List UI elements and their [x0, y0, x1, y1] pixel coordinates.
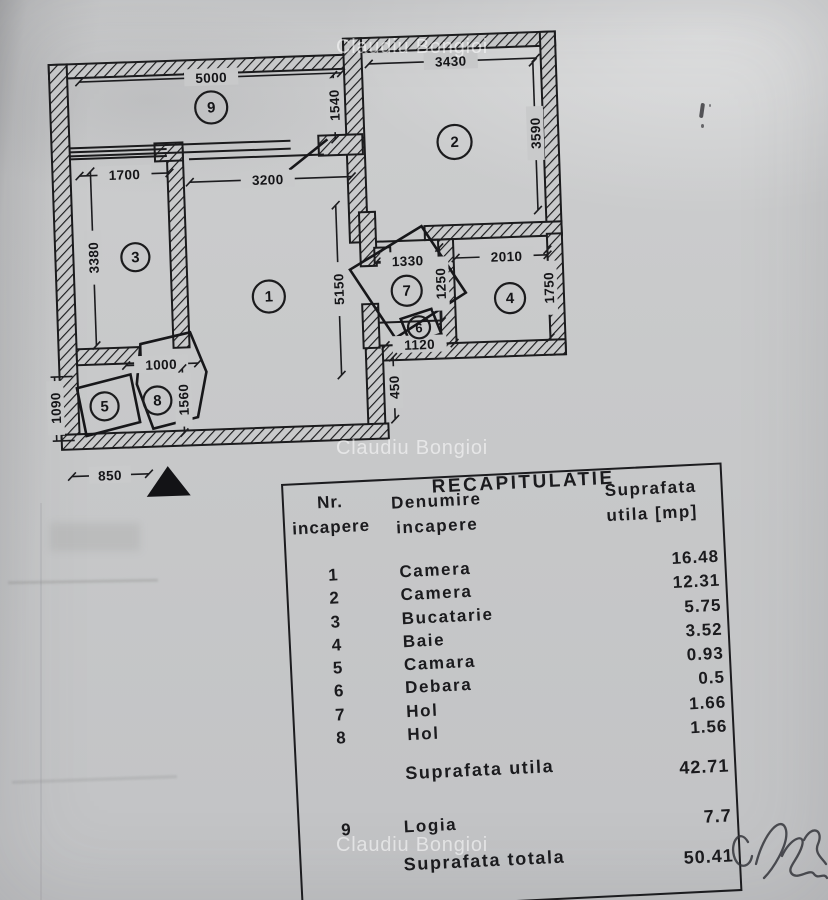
room-name-cell: Bucatarie: [401, 604, 494, 628]
window-and-threshold-lines: [69, 139, 441, 324]
table-rows: 1 Camera 16.48 2 Camera 12.31 3 Bucatari…: [287, 546, 733, 753]
room-number-cell: 6: [333, 681, 345, 702]
dimension-1250: 1250: [431, 242, 450, 327]
subtotal-label: Suprafata utila: [404, 756, 555, 784]
svg-text:8: 8: [153, 392, 162, 409]
door-swing-shapes: [75, 138, 468, 438]
room-number-cell: 5: [332, 658, 344, 678]
room-label-4: 4: [493, 282, 527, 315]
scan-speck: [709, 104, 711, 107]
dim-label: 850: [98, 468, 122, 484]
room-label-6: 6: [406, 315, 432, 340]
room-number-cell: 2: [328, 588, 341, 609]
room-area-cell: 5.75: [683, 595, 722, 617]
dimension-5150: 5150: [329, 200, 349, 380]
entrance-arrow-marker: [146, 466, 191, 497]
room-name-cell: Camara: [403, 651, 477, 675]
dimension-1560: 1560: [173, 363, 193, 438]
room-number-cell: 7: [334, 704, 347, 725]
watermark-bottom: Claudiu Bongioi: [335, 834, 489, 856]
room-area-cell: 1.56: [689, 716, 728, 738]
dim-label: 1700: [108, 167, 140, 183]
room-label-7: 7: [390, 274, 423, 307]
svg-text:2: 2: [450, 134, 459, 151]
dimension-1750: 1750: [539, 245, 559, 343]
dimension-1000: 1000: [121, 354, 203, 374]
dimension-3200: 3200: [185, 169, 357, 189]
room-label-2: 2: [436, 123, 473, 161]
dim-label: 1750: [541, 272, 557, 304]
dimension-850: 850: [67, 465, 154, 484]
room-area-cell: 3.52: [685, 619, 724, 641]
handwritten-signature: [731, 823, 828, 880]
dimension-1090: 1090: [46, 375, 75, 442]
column-header-name: Denumire: [390, 489, 482, 513]
room-number-cell: 1: [327, 565, 340, 585]
dimension-1700: 1700: [75, 164, 174, 184]
wall-segments: [47, 30, 568, 451]
dim-label: 2010: [491, 249, 523, 265]
paper-crease: [40, 503, 42, 900]
dim-label: 1540: [327, 89, 343, 121]
dimension-450: 450: [384, 352, 404, 424]
room-label-3: 3: [120, 242, 151, 273]
dim-label: 3200: [252, 172, 284, 188]
svg-text:5: 5: [100, 398, 109, 415]
room-name-cell: Debara: [404, 675, 473, 698]
bleed-through-ghost: [50, 523, 140, 551]
dimension-1540: 1540: [324, 70, 344, 144]
bleed-through-ghost: [7, 578, 159, 585]
dim-label: 3430: [435, 53, 467, 69]
room-number-cell: 4: [331, 635, 343, 655]
dim-label: 1330: [392, 253, 424, 269]
svg-text:7: 7: [402, 283, 411, 300]
dim-label: 5150: [331, 273, 347, 305]
dim-label: 3590: [528, 117, 544, 149]
bleed-through-ghost: [11, 775, 178, 784]
dimension-3380: 3380: [83, 167, 103, 351]
room-label-5: 5: [89, 391, 120, 422]
room-name-cell: Camera: [400, 582, 473, 605]
room-number-cell: 3: [330, 611, 342, 632]
svg-text:4: 4: [506, 290, 516, 307]
dimension-3590: 3590: [525, 57, 545, 215]
scan-speck: [701, 124, 704, 128]
dimension-5000: 5000: [74, 67, 346, 87]
dim-label: 1000: [145, 357, 177, 373]
svg-text:1: 1: [264, 288, 273, 305]
dim-label: 3380: [86, 242, 102, 274]
room-name-cell: Baie: [402, 630, 446, 652]
dimension-3430: 3430: [364, 51, 541, 70]
room-label-8: 8: [142, 385, 173, 416]
room-area-cell: 16.48: [671, 546, 720, 568]
dimension-1120: 1120: [381, 334, 460, 354]
dim-label: 1250: [433, 267, 449, 299]
room-name-cell: Hol: [405, 700, 439, 721]
dim-label: 1120: [404, 337, 435, 353]
column-header-name: incapere: [395, 514, 479, 538]
room-label-9: 9: [194, 90, 229, 125]
dimension-2010: 2010: [451, 246, 552, 266]
subtotal-value: 42.71: [678, 755, 730, 778]
dim-label: 450: [387, 375, 403, 399]
svg-text:9: 9: [207, 99, 216, 116]
dim-label: 1090: [48, 392, 64, 424]
room-number-cell: 8: [335, 728, 348, 748]
scan-speck: [698, 102, 706, 119]
room-name-cell: Hol: [406, 723, 441, 745]
watermark-middle: Claudiu Bongioi: [335, 437, 489, 459]
column-header-nr: Nr.: [316, 492, 344, 513]
room-area-cell: 12.31: [672, 570, 721, 593]
dim-label: 5000: [195, 70, 227, 86]
watermark-top: Claudiu Bongioi: [335, 36, 489, 58]
svg-text:6: 6: [415, 320, 423, 335]
room-label-1: 1: [251, 279, 286, 314]
floor-plan-drawing: 5000 3430 1700 3200: [46, 30, 568, 497]
room-name-cell: Camera: [398, 558, 472, 582]
svg-text:3: 3: [131, 249, 140, 266]
dim-label: 1560: [176, 383, 192, 415]
column-header-nr: incapere: [291, 515, 371, 539]
column-header-area: utila [mp]: [605, 501, 699, 526]
column-header-area: Suprafata: [604, 476, 698, 501]
